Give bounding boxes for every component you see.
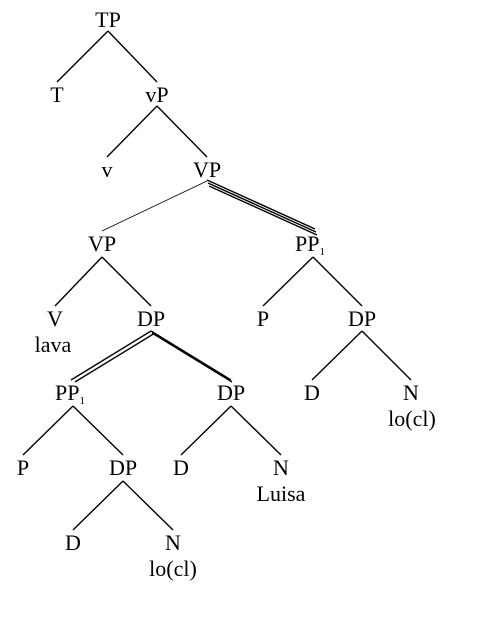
- node-n-mid: N: [273, 455, 289, 480]
- edge-dp-mid-n: [230, 405, 282, 456]
- node-pp1-right-label: PP: [295, 231, 319, 256]
- node-d-right: D: [304, 380, 320, 405]
- edge-dp-right-d: [311, 330, 363, 381]
- edge-vp-small-vp-top: [156, 105, 208, 158]
- edge-vp-top-vp-lower: [101, 180, 208, 232]
- node-dp-right: DP: [348, 306, 376, 331]
- node-p-left: P: [17, 455, 29, 480]
- node-v-big: V: [47, 306, 63, 331]
- edge-pp1-right-dp: [312, 256, 363, 307]
- edge-vp-top-pp1-right-c: [208, 185, 318, 236]
- node-d-left: D: [65, 530, 81, 555]
- node-n-right: N: [403, 380, 419, 405]
- node-pp1-left-label: PP: [55, 380, 79, 405]
- edge-pp1-right-p: [262, 256, 314, 307]
- edge-dp-upper-dp-mid-b: [151, 332, 233, 383]
- edge-vp-small-v: [106, 105, 158, 158]
- node-dp-mid: DP: [217, 380, 245, 405]
- word-luisa: Luisa: [257, 481, 306, 506]
- edge-tp-vp-small: [107, 30, 158, 83]
- node-t: T: [50, 82, 64, 107]
- node-pp1-left: PP1: [55, 380, 85, 407]
- node-pp1-left-subscript: 1: [79, 395, 85, 407]
- edge-vp-lower-v: [54, 256, 103, 307]
- node-pp1-right: PP1: [295, 231, 325, 258]
- edge-pp1-left-p: [22, 405, 74, 456]
- node-vp-top: VP: [193, 157, 221, 182]
- edge-tp-t: [56, 30, 109, 83]
- edge-dp-mid-d: [180, 405, 232, 456]
- node-tp: TP: [95, 7, 121, 32]
- edge-dp-left-n: [122, 480, 174, 531]
- edge-dp-upper-dp-mid-a: [150, 330, 232, 381]
- edge-dp-upper-pp1-left-b: [74, 332, 156, 383]
- node-n-left: N: [165, 530, 181, 555]
- edge-pp1-left-dp: [72, 405, 124, 456]
- edge-dp-upper-pp1-left-a: [70, 330, 152, 381]
- edge-vp-top-pp1-right-a: [206, 179, 316, 230]
- node-d-mid: D: [173, 455, 189, 480]
- node-vp-lower: VP: [88, 231, 116, 256]
- edge-dp-right-n: [361, 330, 412, 381]
- edge-dp-left-d: [72, 480, 124, 531]
- node-dp-upper: DP: [137, 306, 165, 331]
- word-lo-cl-left: lo(cl): [149, 556, 197, 581]
- word-lava: lava: [35, 332, 72, 357]
- node-vp-small: vP: [145, 82, 168, 107]
- edge-vp-lower-dp: [101, 256, 152, 307]
- word-lo-cl-right: lo(cl): [388, 406, 436, 431]
- node-v-small: v: [102, 157, 113, 182]
- node-pp1-right-subscript: 1: [319, 246, 325, 258]
- edge-vp-top-pp1-right-b: [207, 182, 317, 233]
- node-dp-left: DP: [109, 455, 137, 480]
- node-p-right: P: [257, 306, 269, 331]
